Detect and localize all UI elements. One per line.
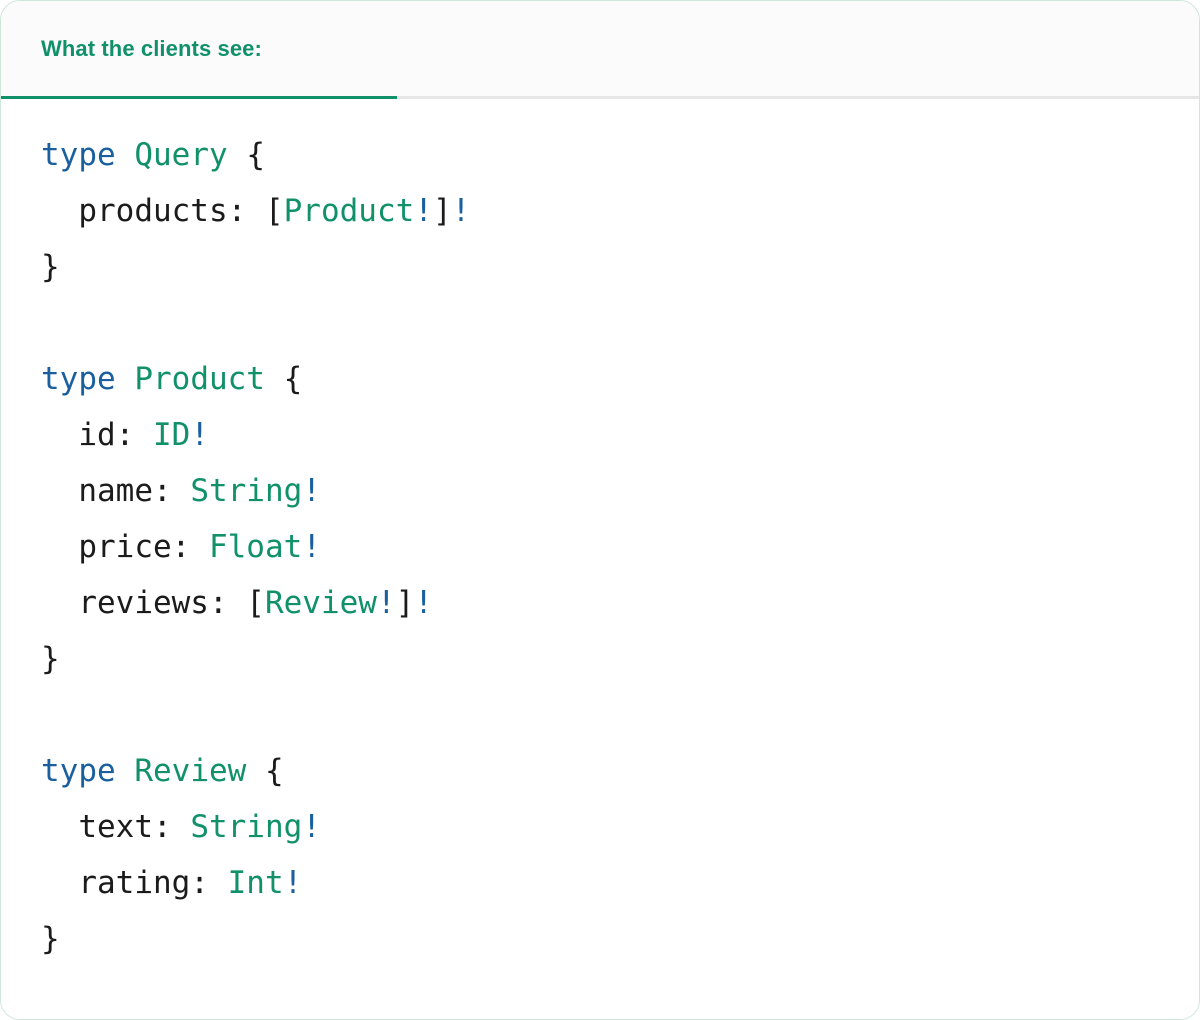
code-token: { — [227, 137, 265, 173]
code-line: products: [Product!]! — [41, 183, 1199, 239]
code-token — [116, 137, 135, 173]
code-token: ! — [190, 417, 209, 453]
code-token: reviews: [ — [41, 585, 265, 621]
code-token: ! — [302, 809, 321, 845]
code-line: type Review { — [41, 743, 1199, 799]
code-line — [41, 295, 1199, 351]
code-token: text: — [41, 809, 191, 845]
code-line — [41, 687, 1199, 743]
code-token: type — [41, 361, 116, 397]
code-token: type — [41, 137, 116, 173]
code-token — [116, 361, 135, 397]
code-token: ID — [152, 417, 191, 453]
code-token: Float — [208, 529, 303, 565]
code-line: reviews: [Review!]! — [41, 575, 1199, 631]
code-token: ! — [283, 865, 303, 901]
code-line: } — [41, 239, 1199, 295]
code-token: ! — [451, 193, 471, 229]
code-token: ! — [302, 473, 321, 509]
code-line: type Query { — [41, 127, 1199, 183]
code-line: name: String! — [41, 463, 1199, 519]
code-token: } — [41, 921, 60, 957]
code-token: String — [190, 809, 303, 845]
code-line: id: ID! — [41, 407, 1199, 463]
code-token: Review — [264, 585, 377, 621]
code-token: ! — [376, 585, 396, 621]
tab-label: What the clients see: — [41, 35, 262, 61]
code-token: Query — [134, 137, 228, 173]
code-token: } — [41, 641, 60, 677]
code-token: { — [246, 753, 284, 789]
code-token: { — [264, 361, 303, 397]
code-token: Product — [134, 361, 265, 397]
code-line: type Product { — [41, 351, 1199, 407]
code-line: text: String! — [41, 799, 1199, 855]
tab-what-the-clients-see[interactable]: What the clients see: — [1, 1, 397, 99]
code-line: rating: Int! — [41, 855, 1199, 911]
code-token: Product — [283, 193, 415, 229]
code-token: String — [190, 473, 303, 509]
code-token: Review — [134, 753, 247, 789]
code-token — [116, 753, 135, 789]
code-token: rating: — [41, 865, 228, 901]
code-token: id: — [41, 417, 153, 453]
code-line: } — [41, 911, 1199, 967]
code-body: type Query { products: [Product!]!} type… — [1, 99, 1199, 1018]
tab-strip: What the clients see: — [1, 1, 1199, 99]
code-line: } — [41, 631, 1199, 687]
code-token: name: — [41, 473, 191, 509]
code-token: products: [ — [41, 193, 284, 229]
code-token: type — [41, 753, 116, 789]
code-token: } — [41, 249, 60, 285]
code-token: ] — [395, 585, 415, 621]
code-token: Int — [227, 865, 284, 901]
code-token: ! — [302, 529, 321, 565]
code-token: price: — [41, 529, 209, 565]
code-line: price: Float! — [41, 519, 1199, 575]
code-token: ] — [432, 193, 452, 229]
code-token: ! — [414, 193, 433, 229]
graphql-schema-code: type Query { products: [Product!]!} type… — [1, 127, 1199, 967]
code-token: ! — [414, 585, 433, 621]
